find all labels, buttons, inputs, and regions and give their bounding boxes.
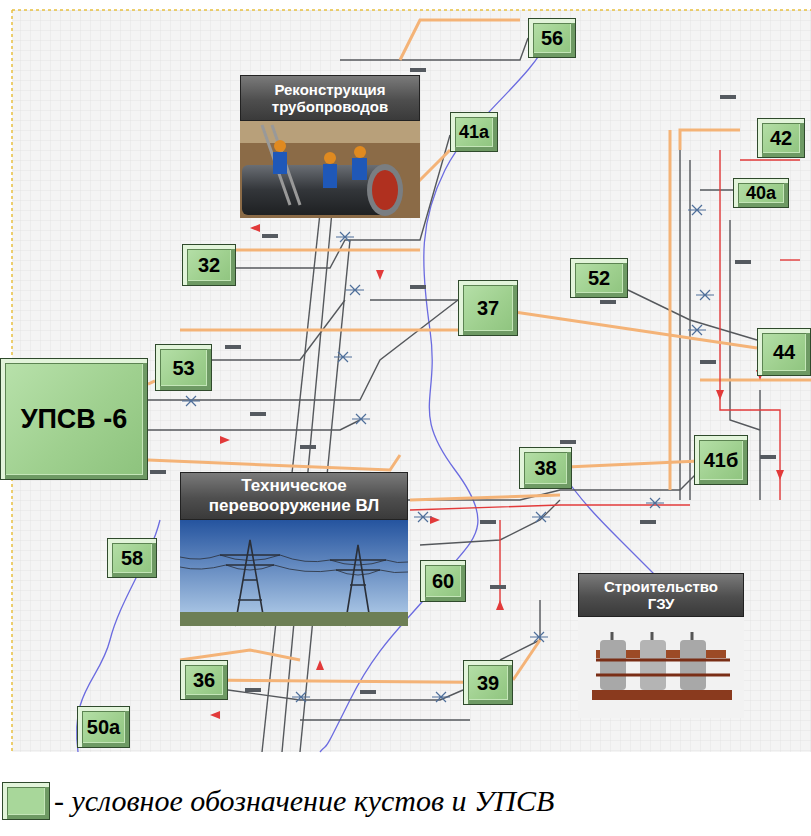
tag-bars (150, 68, 776, 694)
pad-number: 60 (432, 571, 454, 591)
project-header: Техническое перевооружение ВЛ (180, 472, 408, 520)
pipelines-grey (148, 38, 760, 752)
well-pad-box: 41б (694, 435, 748, 485)
project-header: Строительство ГЗУ (578, 573, 744, 617)
project-title: Техническое перевооружение ВЛ (191, 476, 397, 515)
pipeline-connector (572, 461, 694, 467)
well-pad-box: 44 (757, 328, 811, 376)
pad-number: 44 (773, 342, 795, 362)
well-pad-box: 41а (450, 112, 498, 152)
legend-text: - условное обозначение кустов и УПСВ (54, 784, 554, 817)
pad-number: 40а (746, 184, 776, 202)
well-pad-box: УПСВ -6 (0, 358, 148, 480)
pad-number: УПСВ -6 (21, 406, 128, 433)
pipeline-connector (518, 312, 757, 348)
pad-number: 41а (459, 123, 489, 141)
legend-swatch (2, 782, 50, 820)
pipeline-connector (228, 680, 463, 682)
project-title: Реконструкция трубопроводов (251, 81, 409, 116)
well-pad-box: 58 (107, 538, 157, 578)
pad-number: 58 (121, 548, 143, 568)
gas-metering-photo (578, 617, 744, 718)
pipeline-connector (148, 381, 155, 384)
project-title: Строительство ГЗУ (589, 578, 733, 613)
pad-number: 38 (534, 458, 556, 478)
well-pad-box: 42 (757, 118, 805, 158)
well-pad-box: 39 (463, 660, 513, 705)
well-pad-box: 40а (733, 178, 789, 208)
well-pad-box: 50а (77, 706, 130, 748)
pipeline-photo (240, 121, 420, 218)
well-pad-box: 52 (570, 258, 628, 298)
pad-number: 52 (588, 268, 610, 288)
well-pad-box: 36 (180, 660, 228, 700)
well-pad-box: 32 (182, 244, 236, 286)
pad-number: 32 (198, 255, 220, 275)
pad-number: 39 (477, 673, 499, 693)
well-pad-box: 56 (528, 18, 576, 58)
pad-number: 41б (704, 450, 739, 470)
pad-number: 53 (172, 358, 194, 378)
pad-number: 42 (770, 128, 792, 148)
pad-number: 37 (477, 298, 499, 318)
pad-number: 36 (193, 670, 215, 690)
pad-number: 50а (87, 717, 120, 737)
well-pad-box: 53 (155, 344, 212, 391)
legend-label: - условное обозначение кустов и УПСВ (54, 784, 554, 817)
river-lines (77, 40, 660, 752)
pipelines-red (410, 150, 800, 610)
well-pad-box: 38 (519, 447, 572, 489)
project-header: Реконструкция трубопроводов (240, 75, 420, 121)
pad-number: 56 (541, 28, 563, 48)
well-pad-box: 60 (420, 560, 466, 602)
powerline-photo (180, 516, 408, 626)
well-pad-box: 37 (458, 280, 518, 336)
pipelines-orange (148, 20, 811, 680)
